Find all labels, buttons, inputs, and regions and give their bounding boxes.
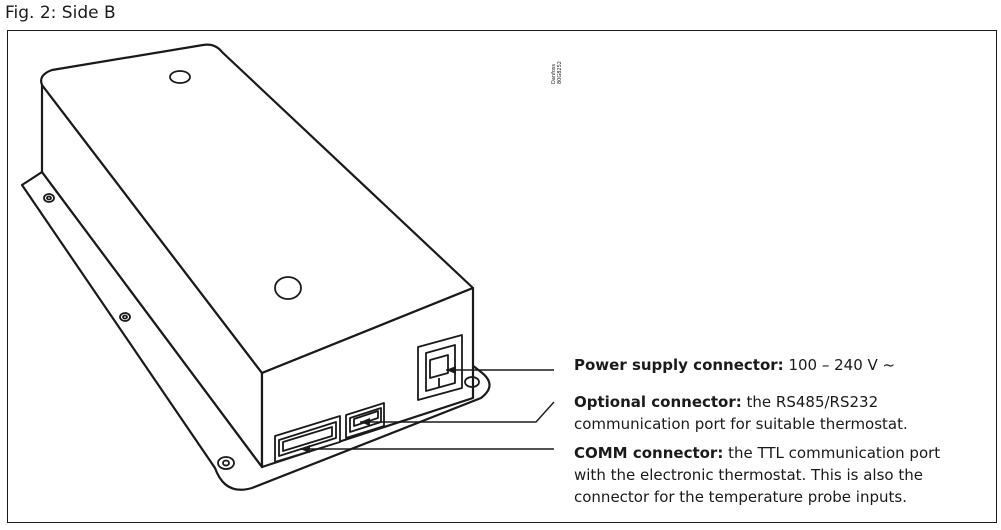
power-supply-connector: [417, 334, 463, 401]
screw-hole: [46, 195, 52, 201]
top-hole: [274, 276, 302, 300]
enclosure-front: [260, 286, 475, 469]
screw-hole: [464, 376, 480, 388]
callout-text: with the electronic thermostat. This is …: [574, 466, 923, 484]
callout-label: Optional connector:: [574, 393, 742, 411]
arrowhead: [446, 366, 456, 374]
callout-text: connector for the temperature probe inpu…: [574, 488, 907, 506]
figure-frame: [7, 30, 997, 523]
screw-hole: [217, 456, 235, 470]
screw-hole: [43, 193, 55, 203]
enclosure-top: [40, 43, 475, 375]
screw-hole: [122, 314, 128, 320]
callout-text: communication port for suitable thermost…: [574, 415, 908, 433]
callout-label: Power supply connector:: [574, 356, 784, 374]
figure-title: Fig. 2: Side B: [5, 3, 116, 23]
callout-text: the RS485/RS232: [741, 393, 879, 411]
leader-optional: [360, 401, 555, 423]
arrowhead: [300, 445, 310, 453]
callout-comm-connector: COMM connector: the TTL communication po…: [574, 442, 940, 508]
drawing-reference: Danfoss 80G8252: [551, 56, 563, 86]
callout-text: the TTL communication port: [723, 444, 941, 462]
comm-connector: [274, 415, 341, 463]
screw-hole: [222, 459, 230, 467]
top-hole: [169, 70, 191, 84]
callout-optional-connector: Optional connector: the RS485/RS232 comm…: [574, 391, 908, 435]
callout-label: COMM connector:: [574, 444, 724, 462]
arrowhead: [360, 418, 370, 426]
callout-power-supply: Power supply connector: 100 – 240 V ~: [574, 354, 895, 376]
callout-text: 100 – 240 V ~: [783, 356, 896, 374]
screw-hole: [119, 312, 131, 322]
drawing-reference-text: Danfoss 80G8252: [551, 61, 563, 84]
